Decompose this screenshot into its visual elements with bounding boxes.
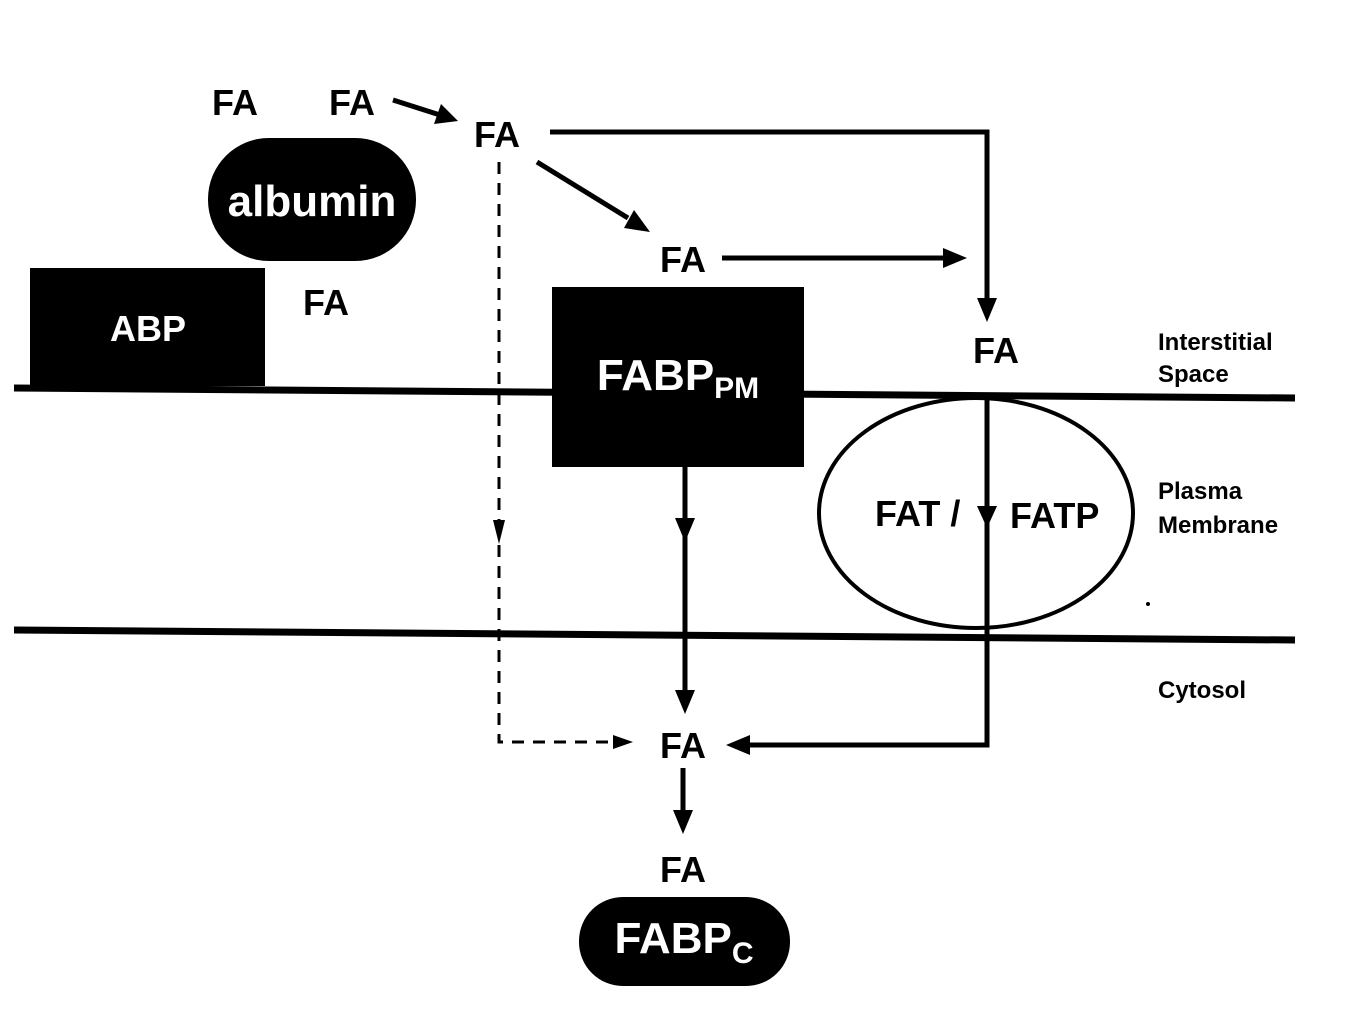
fa-label-8: FA (660, 849, 706, 890)
arrow-fa3-to-fa6-line (550, 129, 990, 300)
fabp-pm-base: FABP (597, 351, 714, 400)
arrowhead-fatp-mid (977, 506, 997, 528)
fatp-label: FATP (1010, 495, 1099, 536)
fabp-c-base: FABP (614, 914, 731, 963)
arrowhead-fa3-fa6 (977, 298, 997, 322)
abp-box (30, 268, 265, 386)
stray-dot (1146, 602, 1150, 606)
fabp-pm-label: FABPPM (597, 351, 759, 405)
arrowheads (434, 104, 997, 834)
fat-label: FAT / (875, 493, 960, 534)
fat-fatp-ellipse (817, 396, 1135, 630)
albumin-shape (208, 138, 416, 261)
arrow-fa2-to-fa3-line (392, 97, 441, 118)
arrow-fa3-to-fa5-line (535, 159, 630, 221)
fa-label-3: FA (474, 114, 520, 155)
fa-label-4: FA (303, 282, 349, 323)
albumin-label: albumin (228, 177, 397, 226)
fabp-c-label: FABPC (614, 914, 753, 970)
arrowhead-fabppm-fa7 (675, 690, 695, 714)
fa-label-7: FA (660, 725, 706, 766)
fa-label-2: FA (329, 82, 375, 123)
fa-label-1: FA (212, 82, 258, 123)
fabp-c-sub: C (732, 937, 754, 970)
arrowhead-fabppm-mid (675, 518, 695, 542)
region-interstitial-line2: Space (1158, 361, 1229, 388)
arrowhead-fatp-fa7 (726, 735, 750, 755)
fa-label-6: FA (973, 330, 1019, 371)
membrane-inner-line (13, 626, 1296, 644)
fa-label-5: FA (660, 239, 706, 280)
region-plasma-line1: Plasma (1158, 478, 1243, 505)
dashed-arrow-lower (497, 545, 615, 744)
dashed-arrow (497, 162, 615, 744)
region-cytosol: Cytosol (1158, 677, 1246, 704)
abp-label: ABP (110, 308, 186, 349)
arrowhead-dashed-mid (493, 520, 505, 544)
region-interstitial-line1: Interstitial (1158, 329, 1273, 356)
fabp-c-shape (579, 897, 790, 986)
arrowhead-dashed-fa7 (613, 735, 633, 749)
arrowhead-fa7-fa8 (673, 810, 693, 834)
arrowhead-fa2-fa3 (434, 104, 458, 124)
fabp-pm-box (552, 287, 804, 467)
arrowhead-fa5-right (943, 248, 967, 268)
region-plasma-line2: Membrane (1158, 512, 1278, 539)
fabp-pm-sub: PM (714, 372, 759, 405)
arrowhead-fa3-fa5 (624, 210, 650, 232)
